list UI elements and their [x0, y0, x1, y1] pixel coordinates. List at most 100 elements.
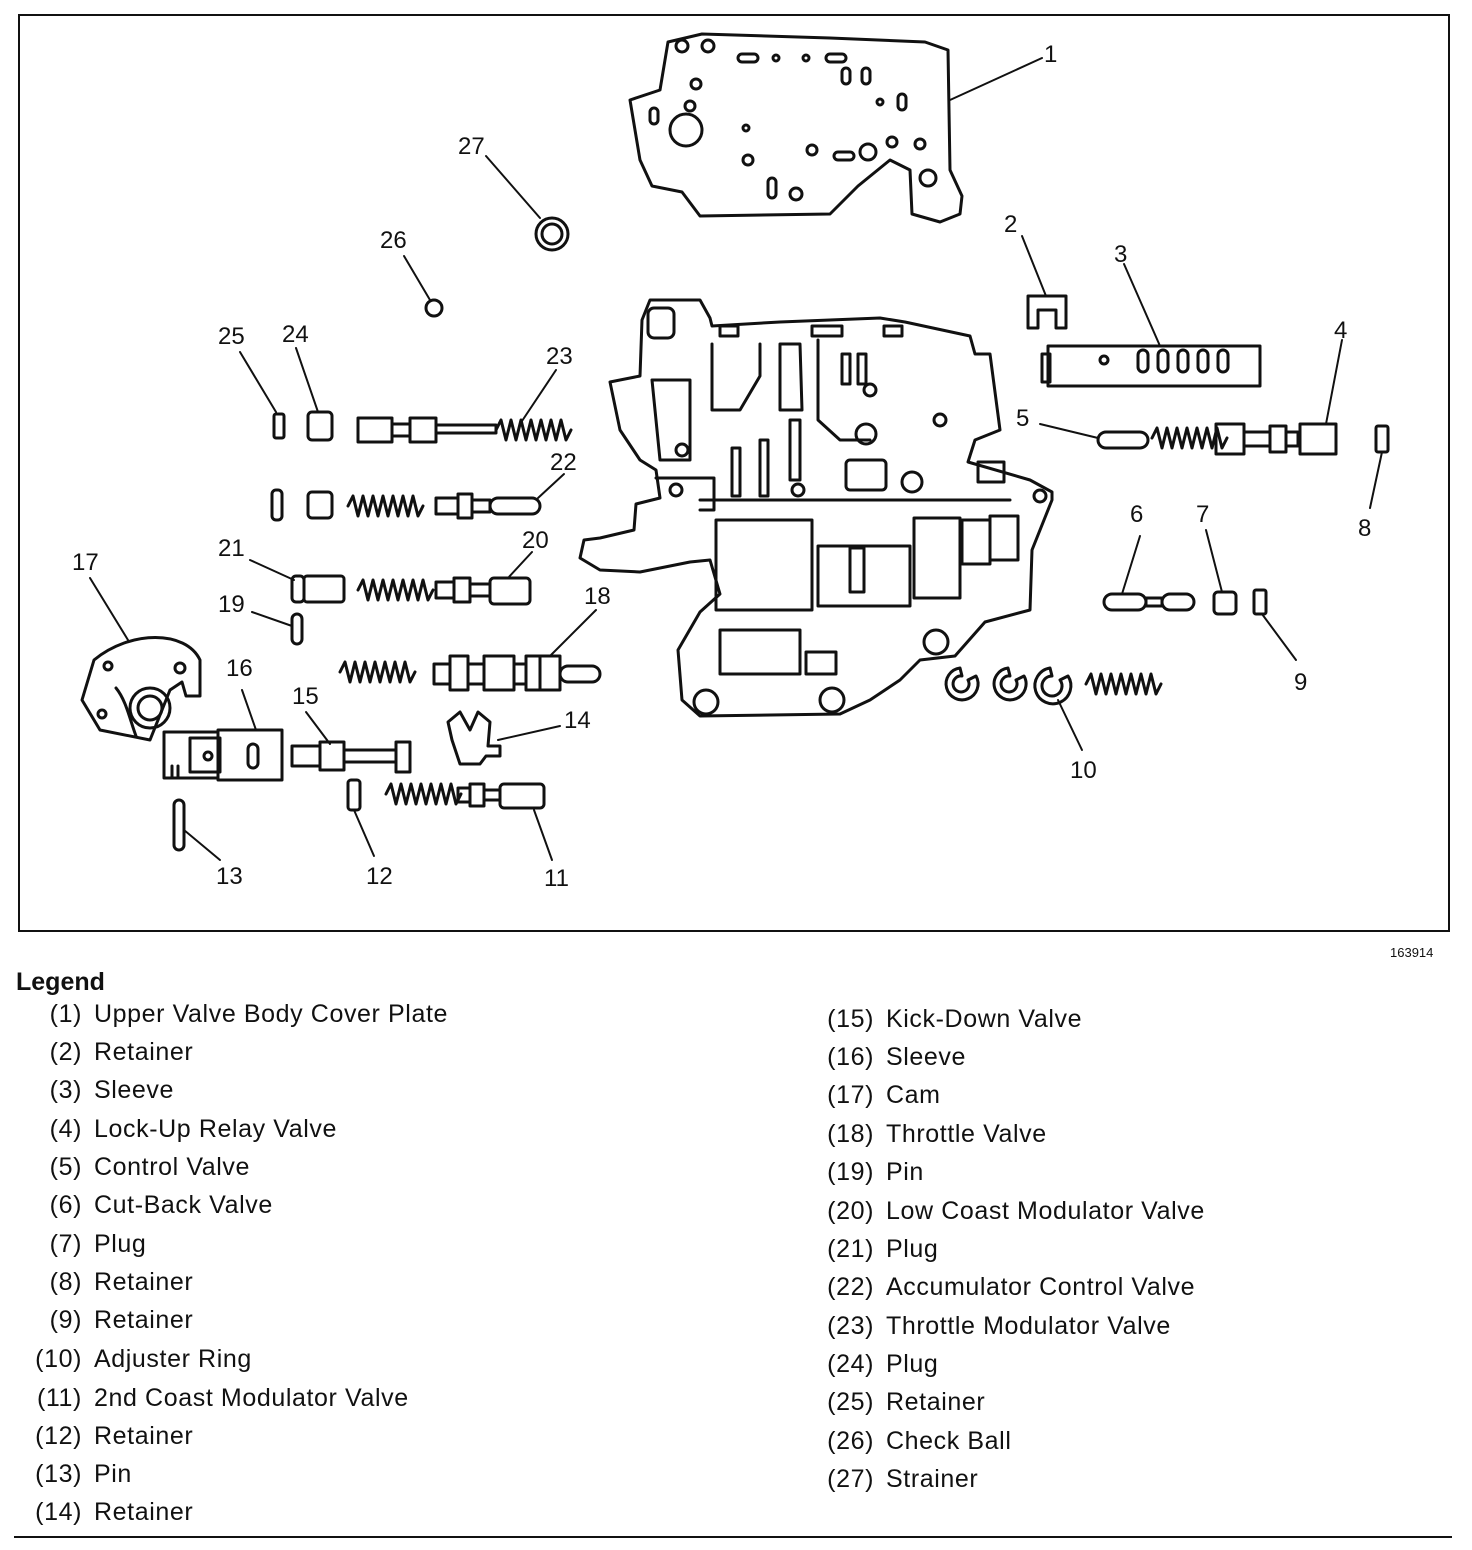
part-20-low-coast-modulator-valve	[434, 576, 532, 606]
legend-number: (26)	[827, 1427, 874, 1455]
callout-7: 7	[1196, 501, 1209, 528]
callout-labels: 1 2 3 4 5 6 7 8 9 10 11 12 13 14 15 16 1…	[72, 41, 1371, 892]
part-1-cover-plate	[628, 32, 964, 224]
callout-1: 1	[1044, 41, 1057, 68]
part-10-adjuster-ring	[944, 666, 1073, 706]
part-16-sleeve	[162, 728, 284, 782]
legend-number: (21)	[827, 1235, 874, 1263]
callout-11: 11	[544, 865, 569, 892]
legend-item: (3)Sleeve	[16, 1076, 174, 1105]
legend-label: Plug	[94, 1230, 147, 1258]
legend-item: (9) Retainer	[16, 1306, 193, 1335]
legend-number: (19)	[827, 1158, 874, 1186]
legend-item: (24) Plug	[808, 1350, 938, 1379]
legend-label: Retainer	[94, 1268, 194, 1296]
legend-number: (6)	[49, 1191, 82, 1219]
callout-10: 10	[1070, 757, 1097, 784]
callout-9: 9	[1294, 669, 1307, 696]
legend-number: (10)	[35, 1345, 82, 1373]
diagram-frame	[18, 14, 1450, 932]
legend-title: Legend	[16, 968, 105, 996]
legend-number: (9)	[49, 1306, 82, 1334]
legend-item: (18)Throttle Valve	[808, 1120, 1047, 1149]
legend-label: Cut-Back Valve	[94, 1191, 273, 1219]
leader-lines	[89, 57, 1383, 861]
legend-number: (2)	[49, 1038, 82, 1066]
part-3-sleeve	[1040, 344, 1262, 388]
legend-item: (22)Accumulator Control Valve	[808, 1273, 1195, 1302]
part-25-retainer	[272, 412, 286, 440]
legend-number: (16)	[827, 1043, 874, 1071]
legend-label: Plug	[886, 1350, 939, 1378]
legend-item: (1)Upper Valve Body Cover Plate	[16, 1000, 448, 1029]
legend-number: (11)	[36, 1384, 82, 1412]
legend-item: (26)Check Ball	[808, 1427, 1012, 1456]
part-19-pin	[290, 612, 304, 646]
part-23-throttle-modulator-valve	[356, 416, 498, 444]
callout-12: 12	[366, 863, 393, 890]
legend-label: Retainer	[94, 1498, 194, 1526]
legend-item: (23)Throttle Modulator Valve	[808, 1312, 1171, 1341]
legend-label: 2nd Coast Modulator Valve	[94, 1384, 409, 1412]
callout-19: 19	[218, 591, 245, 618]
legend-number: (17)	[827, 1081, 874, 1109]
legend-label: Retainer	[94, 1306, 194, 1334]
callout-3: 3	[1114, 241, 1127, 268]
legend-item: (17)Cam	[808, 1081, 941, 1110]
legend-item: (4)Lock-Up Relay Valve	[16, 1115, 337, 1144]
legend-item: (8)Retainer	[16, 1268, 193, 1297]
legend-label: Upper Valve Body Cover Plate	[94, 1000, 449, 1028]
legend-label: Plug	[886, 1235, 939, 1263]
legend-label: Retainer	[94, 1422, 194, 1450]
part-7-plug	[1212, 590, 1238, 616]
callout-26: 26	[380, 227, 407, 254]
part-17-cam	[80, 636, 202, 742]
legend-label: Sleeve	[886, 1043, 967, 1071]
callout-27: 27	[458, 133, 485, 160]
callout-6: 6	[1130, 501, 1143, 528]
legend-label: Pin	[94, 1460, 132, 1488]
callout-13: 13	[216, 863, 243, 890]
legend-item: (20)Low Coast Modulator Valve	[808, 1197, 1205, 1226]
callout-17: 17	[72, 549, 99, 576]
legend-item: (14)Retainer	[16, 1498, 193, 1527]
legend-number: (4)	[49, 1115, 82, 1143]
legend-number: (13)	[35, 1460, 82, 1488]
callout-16: 16	[226, 655, 253, 682]
legend-item: (27)Strainer	[808, 1465, 978, 1494]
legend-item: (15)Kick-Down Valve	[808, 1005, 1082, 1034]
part-6-cutback-valve	[1102, 592, 1196, 612]
legend-number: (7)	[49, 1230, 82, 1258]
callout-20: 20	[522, 527, 549, 554]
legend-label: Throttle Modulator Valve	[886, 1312, 1171, 1340]
legend-number: (24)	[827, 1350, 874, 1378]
legend-number: (12)	[35, 1422, 82, 1450]
legend-number: (27)	[827, 1465, 874, 1493]
legend-item: (2)Retainer	[16, 1038, 193, 1067]
legend-label: Low Coast Modulator Valve	[886, 1197, 1205, 1225]
part-13-pin	[172, 798, 186, 852]
legend-item: (21) Plug	[808, 1235, 938, 1264]
legend-number: (15)	[827, 1005, 874, 1033]
part-24-plug	[306, 410, 334, 442]
valve-body	[578, 298, 1054, 718]
legend-label: Pin	[886, 1158, 924, 1186]
callout-2: 2	[1004, 211, 1017, 238]
callout-23: 23	[546, 343, 573, 370]
figure-id: 163914	[1390, 945, 1434, 960]
legend-item: (12) Retainer	[16, 1422, 193, 1451]
callout-18: 18	[584, 583, 611, 610]
callout-8: 8	[1358, 515, 1371, 542]
legend-item: (5)Control Valve	[16, 1153, 250, 1182]
callout-4: 4	[1334, 317, 1347, 344]
legend-label: Adjuster Ring	[94, 1345, 252, 1373]
plug-row-22	[306, 490, 334, 520]
legend-item: (25)Retainer	[808, 1388, 985, 1417]
part-11-2nd-coast-modulator-valve	[456, 782, 546, 810]
part-22-accumulator-control-valve	[434, 492, 542, 520]
bottom-rule	[14, 1536, 1452, 1538]
legend-item: (10) Adjuster Ring	[16, 1345, 252, 1374]
callout-25: 25	[218, 323, 245, 350]
part-14-retainer	[446, 710, 502, 766]
callout-5: 5	[1016, 405, 1029, 432]
